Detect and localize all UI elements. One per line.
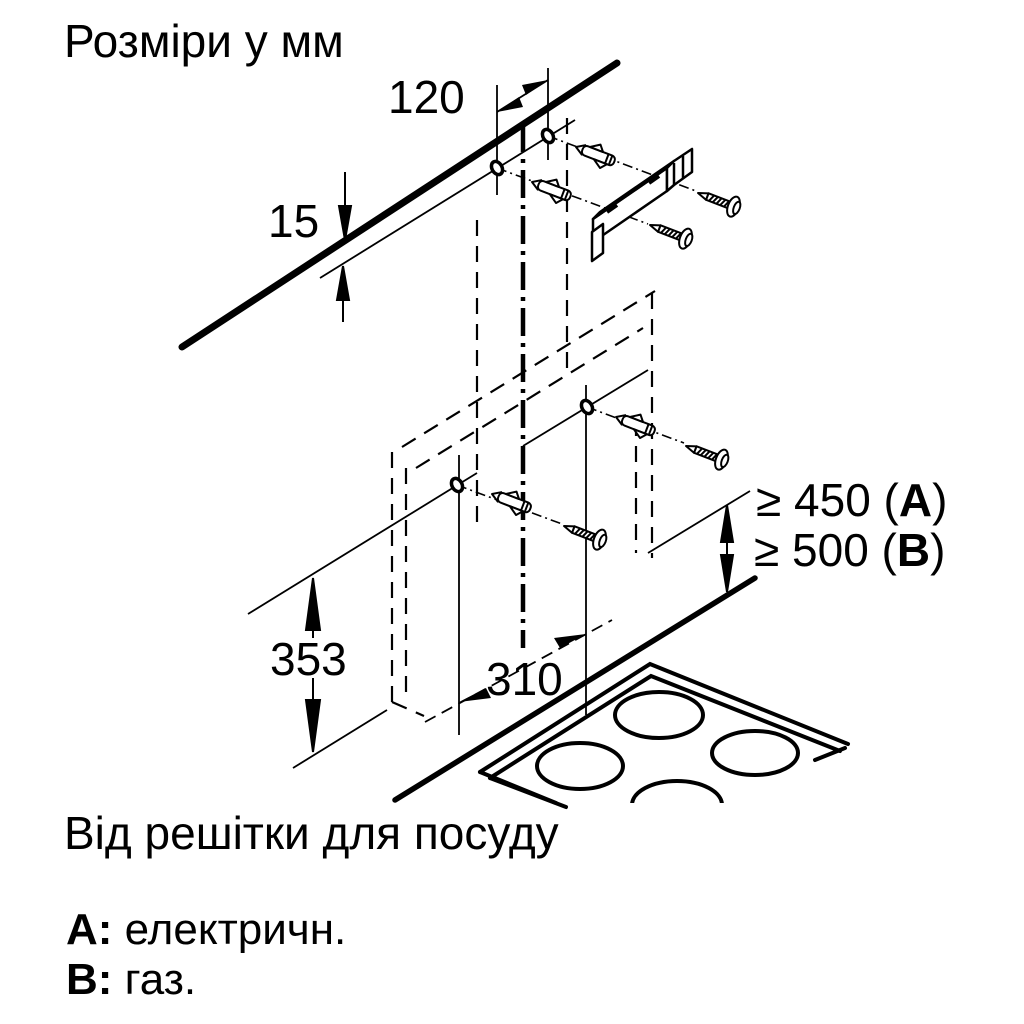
screw	[681, 435, 733, 473]
dimension-310	[424, 619, 613, 723]
dimension-15	[335, 172, 353, 322]
burner	[613, 690, 705, 740]
legend-a-key: A:	[66, 905, 113, 954]
drill-holes	[449, 127, 595, 494]
burner	[535, 741, 625, 791]
mounting-bracket	[590, 147, 694, 263]
dimension-clearance	[719, 504, 735, 593]
clearance-b-suffix: )	[930, 524, 946, 576]
burner	[630, 779, 724, 803]
clearance-label-b: ≥ 500 (B)	[754, 527, 945, 573]
drill-hole	[489, 159, 505, 177]
page-title: Розміри у мм	[64, 15, 344, 67]
countertop-edge-line	[392, 575, 758, 803]
dimension-label-310: 310	[486, 653, 563, 705]
legend-item-a: A: електричн.	[66, 908, 346, 952]
dimension-353	[304, 577, 322, 753]
wall-top-edge-line	[178, 59, 621, 351]
hob-inner-edge	[488, 673, 842, 780]
clearance-label-a: ≥ 450 (A)	[756, 477, 947, 523]
drill-hole-reference-line	[319, 119, 576, 279]
wall-anchor	[487, 482, 536, 520]
footer-caption: Від решітки для посуду	[64, 807, 559, 859]
legend-a-value: електричн.	[124, 905, 347, 954]
legend-b-key: B:	[66, 955, 113, 1004]
dimension-label-353: 353	[270, 633, 347, 685]
hob-outer-edge	[478, 661, 850, 774]
screw	[645, 214, 697, 252]
hob	[478, 661, 850, 809]
burner	[710, 729, 800, 777]
clearance-b-key: B	[896, 524, 931, 576]
screw	[693, 182, 745, 220]
dimension-120	[496, 79, 549, 113]
drill-hole	[540, 127, 556, 145]
dimension-label-120: 120	[388, 71, 465, 123]
clearance-a-suffix: )	[932, 474, 948, 526]
wall-anchor	[571, 135, 620, 173]
legend-item-b: B: газ.	[66, 958, 196, 1002]
clearance-a-prefix: ≥ 450 (	[756, 474, 899, 526]
dimension-label-15: 15	[268, 195, 320, 247]
drill-hole	[579, 398, 595, 416]
legend-b-value: газ.	[124, 955, 197, 1004]
clearance-b-prefix: ≥ 500 (	[754, 524, 897, 576]
screw	[559, 515, 611, 553]
clearance-a-key: A	[898, 474, 933, 526]
drill-hole	[449, 476, 465, 494]
